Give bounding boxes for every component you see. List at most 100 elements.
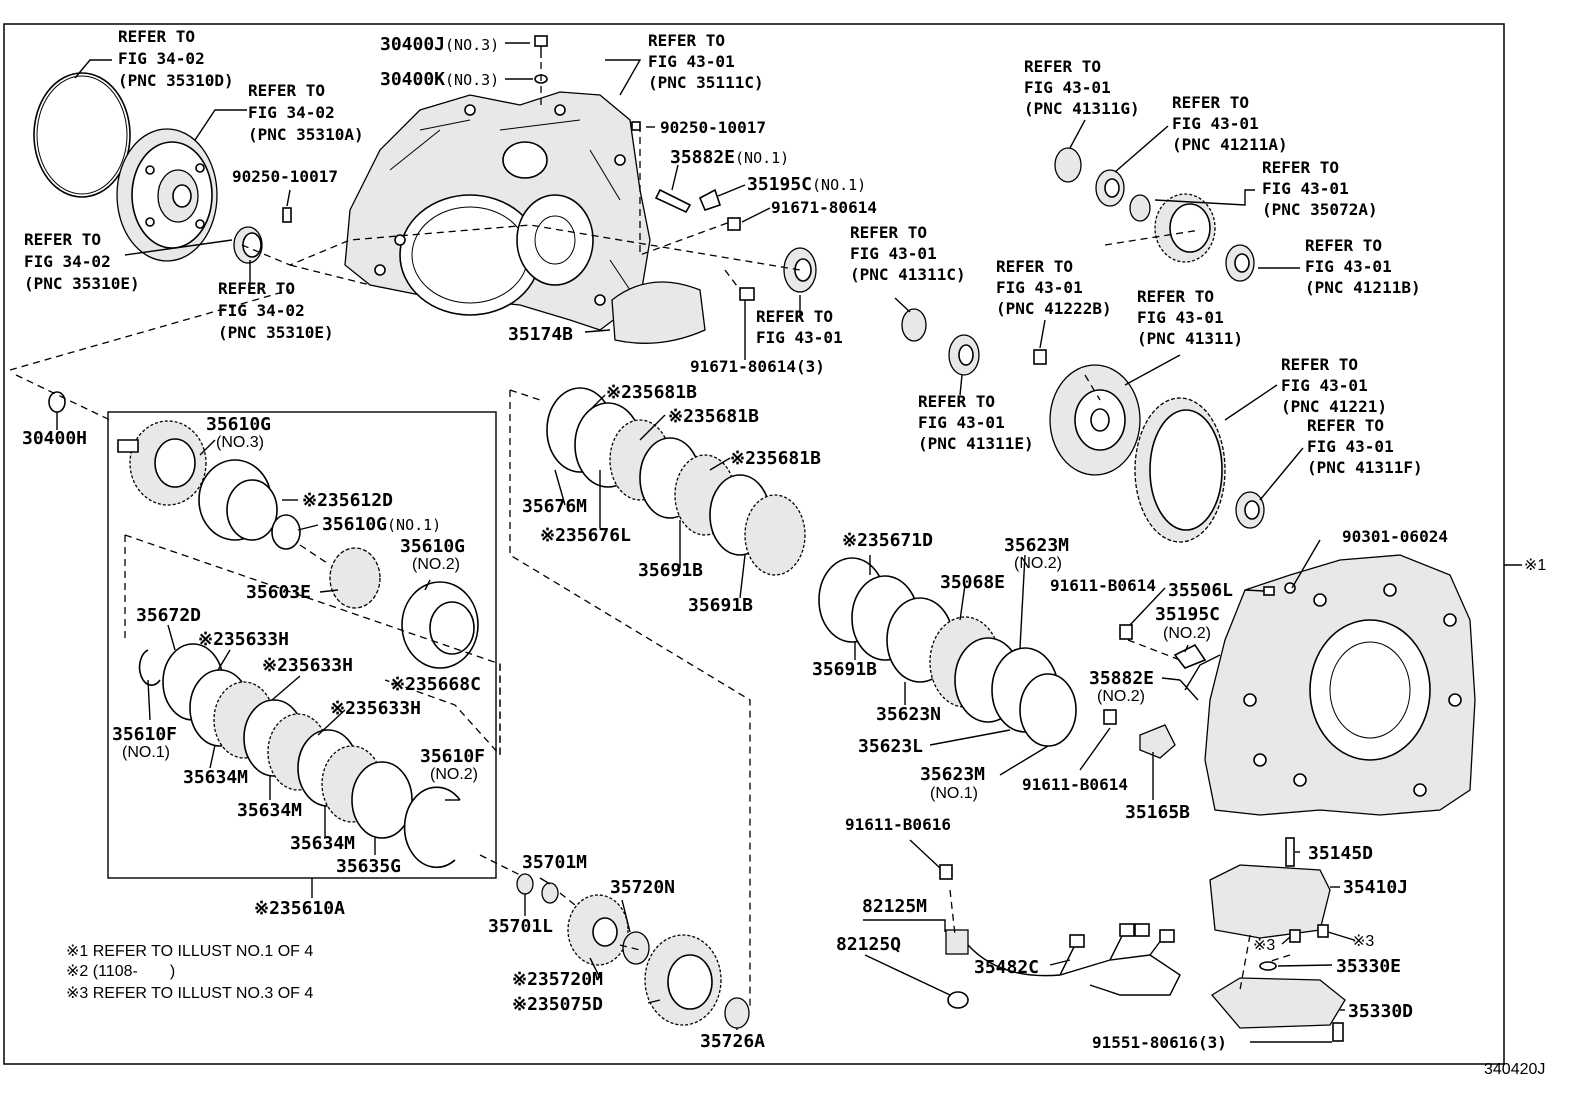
- transaxle-case-part: [344, 91, 651, 331]
- label-91611-a: 91611-B0614: [1050, 576, 1156, 595]
- ref-41311F: REFER TO FIG 43-01 (PNC 41311F): [1307, 416, 1423, 477]
- label-91551: 91551-80616(3): [1092, 1033, 1227, 1052]
- gear-35075D-part: [644, 934, 722, 1026]
- label-35195C-2-sub: (NO.2): [1163, 625, 1211, 642]
- drum-part: [117, 420, 207, 506]
- label-35691B-2: 35691B: [688, 595, 753, 616]
- bearing-41211B-part: [1225, 244, 1255, 282]
- label-35691B-3: 35691B: [812, 659, 877, 680]
- label-35882E-1: 35882E(NO.1): [670, 147, 789, 168]
- ref-35310E-b: REFER TO FIG 34-02 (PNC 35310E): [218, 279, 334, 342]
- label-35330E: 35330E: [1336, 956, 1401, 977]
- label-35610F-1: 35610F: [112, 724, 177, 745]
- snap-ring-35610F1-part: [138, 649, 161, 686]
- ref-41311: REFER TO FIG 43-01 (PNC 41311): [1137, 287, 1243, 348]
- label-30400H: 30400H: [22, 428, 87, 449]
- bracket-35195C-part: [698, 188, 722, 211]
- side-mark: ※1: [1524, 557, 1546, 574]
- bolt-91671-3-part: [739, 287, 755, 301]
- label-35634M-2: 35634M: [237, 800, 302, 821]
- label-35610F-2: 35610F: [420, 746, 485, 767]
- label-35676L: ※235676L: [540, 525, 631, 546]
- label-35623M-1: 35623M: [920, 764, 985, 785]
- ref-41222B: REFER TO FIG 43-01 (PNC 41222B): [996, 257, 1112, 318]
- label-35634M-3: 35634M: [290, 833, 355, 854]
- ring-41311C-part: [901, 308, 927, 342]
- label-35506L: 35506L: [1168, 580, 1233, 601]
- o-ring-82125Q-part: [947, 991, 969, 1009]
- label-35610F-1-sub: (NO.1): [122, 744, 170, 761]
- label-35671D: ※235671D: [842, 530, 933, 551]
- ring-41311G-part: [1054, 147, 1082, 183]
- label-35610G-2: 35610G: [400, 536, 465, 557]
- label-35075D: ※235075D: [512, 994, 603, 1015]
- label-35882E-2: 35882E: [1089, 668, 1154, 689]
- diff-case-41311-part: [1049, 364, 1141, 476]
- bearing-35603E-part: [329, 547, 381, 609]
- ref-41311G: REFER TO FIG 43-01 (PNC 41311G): [1024, 57, 1140, 118]
- label-90301: 90301-06024: [1342, 527, 1448, 546]
- label-35068E: 35068E: [940, 572, 1005, 593]
- bearing-41211A-part: [1095, 169, 1125, 207]
- label-35603E: 35603E: [246, 582, 311, 603]
- label-35623L: 35623L: [858, 736, 923, 757]
- ref-fig43-01: REFER TO FIG 43-01: [756, 307, 843, 347]
- label-35676M: 35676M: [522, 496, 587, 517]
- strainer-35330D-part: [1211, 977, 1346, 1029]
- label-35482C: 35482C: [974, 957, 1039, 978]
- ref-41211B: REFER TO FIG 43-01 (PNC 41211B): [1305, 236, 1421, 297]
- legend-note-3: ※3 REFER TO ILLUST NO.3 OF 4: [66, 985, 313, 1002]
- bearing-race-part: [783, 247, 817, 293]
- label-35610G-1: 35610G(NO.1): [322, 514, 441, 535]
- bolt-91551-part: [1332, 1022, 1344, 1042]
- o-ring-part: [33, 72, 131, 198]
- label-91611-b: 91611-B0614: [1022, 775, 1128, 794]
- label-30400K: 30400K(NO.3): [380, 69, 499, 90]
- ref-35072A: REFER TO FIG 43-01 (PNC 35072A): [1262, 158, 1378, 219]
- ring-35610G2-part: [401, 581, 479, 669]
- label-35610A: ※235610A: [254, 898, 345, 919]
- label-82125Q: 82125Q: [836, 934, 901, 955]
- wire-harness-35482C-part: [967, 923, 1181, 996]
- oil-pump-part: [116, 128, 218, 262]
- snap-ring-35610F2-part: [403, 786, 461, 869]
- label-35681B-2: ※235681B: [668, 406, 759, 427]
- bracket-35195C2-part: [1173, 643, 1207, 669]
- label-35195C-1: 35195C(NO.1): [747, 174, 866, 195]
- bolt-41222B-part: [1033, 349, 1047, 365]
- label-82125M: 82125M: [862, 896, 927, 917]
- clip-35882E2-part: [1179, 654, 1221, 701]
- ring-35701L-part: [516, 873, 534, 895]
- label-35633H-3: ※235633H: [330, 698, 421, 719]
- label-star3-b: ※3: [1352, 933, 1374, 950]
- leader-lines: [56, 42, 1355, 1043]
- bolt-91611-a-part: [1119, 624, 1133, 640]
- bolt-star3a-part: [1289, 929, 1301, 943]
- clutch-disc-stack-right: [818, 557, 1077, 747]
- label-91611-c: 91611-B0616: [845, 815, 951, 834]
- label-35633H-1: ※235633H: [198, 629, 289, 650]
- clip-35882E-part: [654, 188, 692, 214]
- baffle-35174B-part: [611, 281, 706, 344]
- ref-41211A: REFER TO FIG 43-01 (PNC 41211A): [1172, 93, 1288, 154]
- clutch-disc-stack-center: [546, 387, 806, 576]
- label-35165B: 35165B: [1125, 802, 1190, 823]
- label-30400J: 30400J(NO.3): [380, 34, 499, 55]
- label-35145D: 35145D: [1308, 843, 1373, 864]
- connector-82125M-part: [945, 929, 969, 955]
- label-35701L: 35701L: [488, 916, 553, 937]
- label-35720N: 35720N: [610, 877, 675, 898]
- label-35672D: 35672D: [136, 605, 201, 626]
- label-35610G-2-sub: (NO.2): [412, 556, 460, 573]
- assembly-dashed-lines: [9, 62, 1291, 1010]
- clutch-disc-stack-left: [189, 669, 413, 839]
- label-35195C-2: 35195C: [1155, 604, 1220, 625]
- label-35882E-2-sub: (NO.2): [1097, 688, 1145, 705]
- bolt-30400J-part: [534, 35, 548, 58]
- label-35681B-1: ※235681B: [606, 382, 697, 403]
- diagram-frame: [3, 23, 1505, 1065]
- label-35330D: 35330D: [1348, 1001, 1413, 1022]
- ring-35701M-part: [541, 882, 559, 904]
- bearing-41311F-part: [1235, 491, 1265, 529]
